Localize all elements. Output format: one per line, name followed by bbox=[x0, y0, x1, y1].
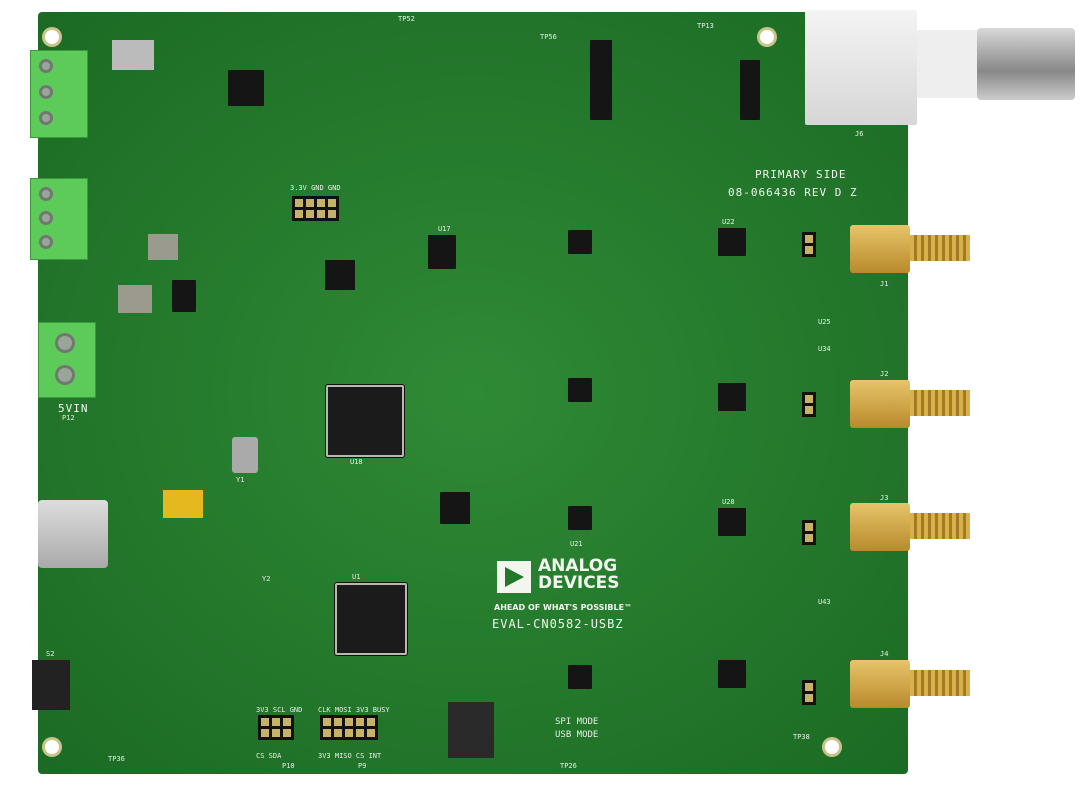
ref-y2: Y2 bbox=[262, 575, 271, 583]
ic-chip bbox=[228, 70, 264, 106]
ic-chip bbox=[568, 506, 592, 530]
crystal-oscillator bbox=[232, 437, 258, 473]
part-number: 08-066436 REV D Z bbox=[728, 186, 858, 199]
ref-u18: U18 bbox=[350, 458, 363, 466]
p10-top-label: 3V3 SCL GND bbox=[256, 706, 303, 714]
ref-j3: J3 bbox=[880, 494, 889, 502]
ref-tp36: TP36 bbox=[108, 755, 125, 763]
ref-y1: Y1 bbox=[236, 476, 245, 484]
ref-u1: U1 bbox=[352, 573, 361, 581]
analog-devices-logo bbox=[497, 561, 531, 593]
mounting-hole bbox=[760, 30, 774, 44]
ref-p12: P12 bbox=[62, 414, 75, 422]
crystal-oscillator bbox=[112, 40, 154, 70]
bnc-connector-body bbox=[805, 10, 917, 125]
jumper-p3[interactable] bbox=[802, 520, 816, 545]
ref-s2: S2 bbox=[46, 650, 55, 658]
ref-u25: U25 bbox=[818, 318, 831, 326]
bnc-connector[interactable] bbox=[977, 28, 1075, 100]
mounting-hole bbox=[825, 740, 839, 754]
ref-u17: U17 bbox=[438, 225, 451, 233]
mounting-hole bbox=[45, 740, 59, 754]
terminal-block[interactable] bbox=[30, 50, 88, 138]
ic-chip bbox=[428, 235, 456, 269]
pin-header-p10[interactable] bbox=[258, 715, 294, 740]
mode-dip-switch[interactable] bbox=[448, 702, 494, 758]
ic-chip bbox=[440, 492, 470, 524]
ic-chip bbox=[568, 378, 592, 402]
inductor bbox=[148, 234, 178, 260]
spi-mode-label: SPI MODE bbox=[555, 717, 599, 727]
p10-label: P10 bbox=[282, 762, 295, 770]
ic-chip bbox=[590, 40, 612, 120]
ref-tp38: TP38 bbox=[793, 733, 810, 741]
ref-tp26: TP26 bbox=[560, 762, 577, 770]
p10-bottom-label: CS SDA bbox=[256, 752, 282, 760]
usb-c-port[interactable] bbox=[38, 500, 108, 568]
ref-u21: U21 bbox=[570, 540, 583, 548]
push-switch[interactable] bbox=[32, 660, 70, 710]
inductor bbox=[118, 285, 152, 313]
ic-chip bbox=[325, 260, 355, 290]
side-label: PRIMARY SIDE bbox=[755, 168, 847, 181]
mounting-hole bbox=[45, 30, 59, 44]
tagline: AHEAD OF WHAT'S POSSIBLE™ bbox=[494, 603, 633, 612]
ref-j2: J2 bbox=[880, 370, 889, 378]
terminal-block[interactable] bbox=[30, 178, 88, 260]
ref-tp52: TP52 bbox=[398, 15, 415, 23]
usb-controller-chip bbox=[335, 583, 407, 655]
ic-chip bbox=[172, 280, 196, 312]
jumper-p1[interactable] bbox=[802, 232, 816, 257]
ref-u34: U34 bbox=[818, 345, 831, 353]
p9-label: P9 bbox=[358, 762, 367, 770]
ref-j1: J1 bbox=[880, 280, 889, 288]
ref-u28: U28 bbox=[722, 498, 735, 506]
ref-u22: U22 bbox=[722, 218, 735, 226]
microcontroller-chip bbox=[326, 385, 404, 457]
bnc-insulator bbox=[917, 30, 977, 98]
ref-j6: J6 bbox=[855, 130, 864, 138]
ref-j4: J4 bbox=[880, 650, 889, 658]
ref-u43: U43 bbox=[818, 598, 831, 606]
pin-header-p9[interactable] bbox=[320, 715, 378, 740]
ic-chip bbox=[568, 665, 592, 689]
ic-chip bbox=[718, 508, 746, 536]
pcb-board bbox=[38, 12, 908, 774]
ref-tp56: TP56 bbox=[540, 33, 557, 41]
jumper-p4[interactable] bbox=[802, 680, 816, 705]
jumper-p2[interactable] bbox=[802, 392, 816, 417]
tantalum-capacitor bbox=[163, 490, 203, 518]
brand-name: ANALOG DEVICES bbox=[538, 556, 620, 593]
header-label: 3.3V GND GND bbox=[290, 184, 341, 192]
ic-chip bbox=[718, 383, 746, 411]
usb-mode-label: USB MODE bbox=[555, 730, 599, 740]
ic-chip bbox=[740, 60, 760, 120]
ref-tp13: TP13 bbox=[697, 22, 714, 30]
power-label: 5VIN bbox=[58, 402, 89, 415]
p9-top-label: CLK MOSI 3V3 BUSY bbox=[318, 706, 390, 714]
power-terminal[interactable] bbox=[38, 322, 96, 398]
pin-header-power[interactable] bbox=[292, 196, 339, 221]
ic-chip bbox=[718, 228, 746, 256]
ic-chip bbox=[568, 230, 592, 254]
ic-chip bbox=[718, 660, 746, 688]
model-name: EVAL-CN0582-USBZ bbox=[492, 617, 624, 631]
p9-bottom-label: 3V3 MISO CS INT bbox=[318, 752, 382, 760]
